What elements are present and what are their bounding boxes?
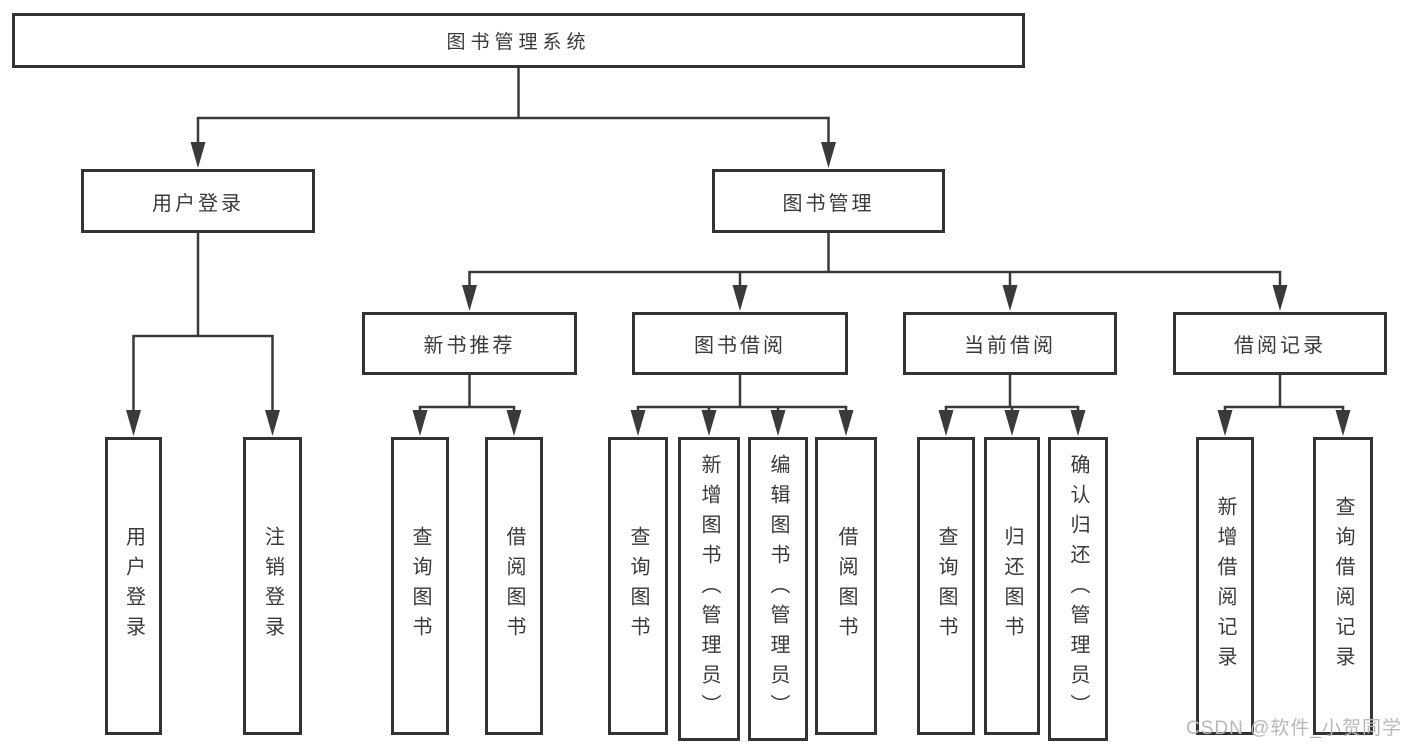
leaf-return-books-label: 归还图书 [1001, 526, 1023, 646]
leaf-add-book-admin: 新增图书（管理员） [678, 437, 740, 741]
leaf-user-login: 用户登录 [105, 437, 162, 735]
leaf-query-books-borrowing: 查询图书 [608, 437, 668, 735]
leaf-query-books-borrowing-label: 查询图书 [627, 526, 649, 646]
watermark: CSDN @软件_小贺同学 [1186, 718, 1402, 739]
leaf-query-books-current: 查询图书 [917, 437, 975, 735]
leaf-edit-book-admin-label: 编辑图书（管理员） [767, 454, 789, 724]
node-book-management: 图书管理 [712, 169, 945, 233]
leaf-query-books-recommend-label: 查询图书 [409, 526, 431, 646]
leaf-add-borrow-record-label: 新增借阅记录 [1214, 496, 1236, 676]
node-new-book-recommend: 新书推荐 [362, 312, 577, 375]
node-current-borrowing: 当前借阅 [903, 312, 1117, 375]
leaf-add-book-admin-label: 新增图书（管理员） [698, 454, 720, 724]
leaf-logout-label: 注销登录 [261, 526, 284, 646]
leaf-add-borrow-record: 新增借阅记录 [1196, 437, 1254, 735]
leaf-borrow-books: 借阅图书 [815, 437, 877, 735]
leaf-query-books-current-label: 查询图书 [935, 526, 957, 646]
leaf-query-borrow-record: 查询借阅记录 [1313, 437, 1373, 735]
leaf-borrow-books-recommend: 借阅图书 [485, 437, 543, 735]
leaf-borrow-books-label: 借阅图书 [835, 526, 857, 646]
leaf-confirm-return-admin-label: 确认归还（管理员） [1067, 454, 1089, 724]
leaf-query-books-recommend: 查询图书 [391, 437, 449, 735]
leaf-borrow-books-recommend-label: 借阅图书 [503, 526, 525, 646]
node-borrow-records: 借阅记录 [1173, 312, 1387, 375]
node-user-login: 用户登录 [81, 169, 315, 233]
leaf-edit-book-admin: 编辑图书（管理员） [748, 437, 808, 741]
leaf-user-login-label: 用户登录 [122, 526, 145, 646]
leaf-confirm-return-admin: 确认归还（管理员） [1048, 437, 1108, 741]
node-book-borrowing: 图书借阅 [632, 312, 848, 375]
leaf-query-borrow-record-label: 查询借阅记录 [1332, 496, 1354, 676]
leaf-return-books: 归还图书 [984, 437, 1040, 735]
leaf-logout: 注销登录 [243, 437, 302, 735]
node-library-system: 图书管理系统 [12, 13, 1025, 68]
